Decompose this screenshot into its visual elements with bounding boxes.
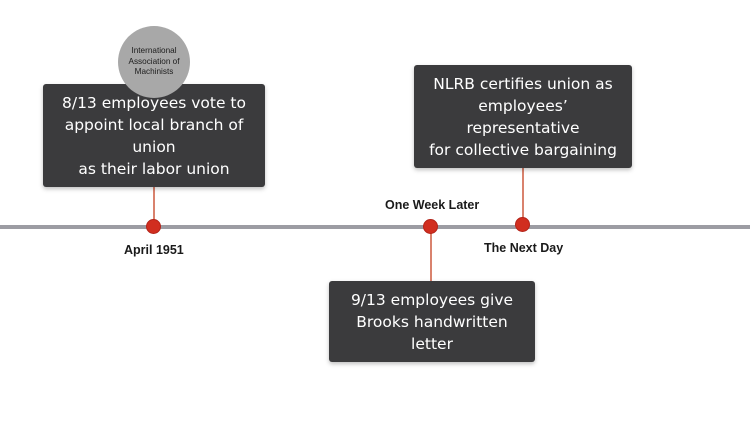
timeline-axis	[0, 225, 750, 229]
event-2-box: 9/13 employees give Brooks handwritten l…	[329, 281, 535, 362]
event-3-time-label: The Next Day	[484, 241, 564, 255]
event-2-text: 9/13 employees give Brooks handwritten l…	[350, 290, 514, 353]
event-1-time-label: April 1951	[124, 243, 184, 257]
event-3-marker	[516, 218, 529, 231]
event-2-time-label: One Week Later	[385, 198, 480, 212]
union-badge: International Association of Machinists	[118, 26, 190, 98]
event-1-box: 8/13 employees vote to appoint local bra…	[43, 84, 265, 187]
event-1-text: 8/13 employees vote to appoint local bra…	[61, 93, 246, 178]
event-2-marker	[424, 220, 437, 233]
event-3-connector	[522, 167, 524, 224]
event-2-connector	[430, 230, 432, 282]
event-1-marker	[147, 220, 160, 233]
event-3-box: NLRB certifies union as employees’ repre…	[414, 65, 632, 168]
union-badge-text: International Association of Machinists	[128, 46, 180, 77]
event-3-text: NLRB certifies union as employees’ repre…	[429, 74, 617, 159]
event-1-connector	[153, 186, 155, 226]
